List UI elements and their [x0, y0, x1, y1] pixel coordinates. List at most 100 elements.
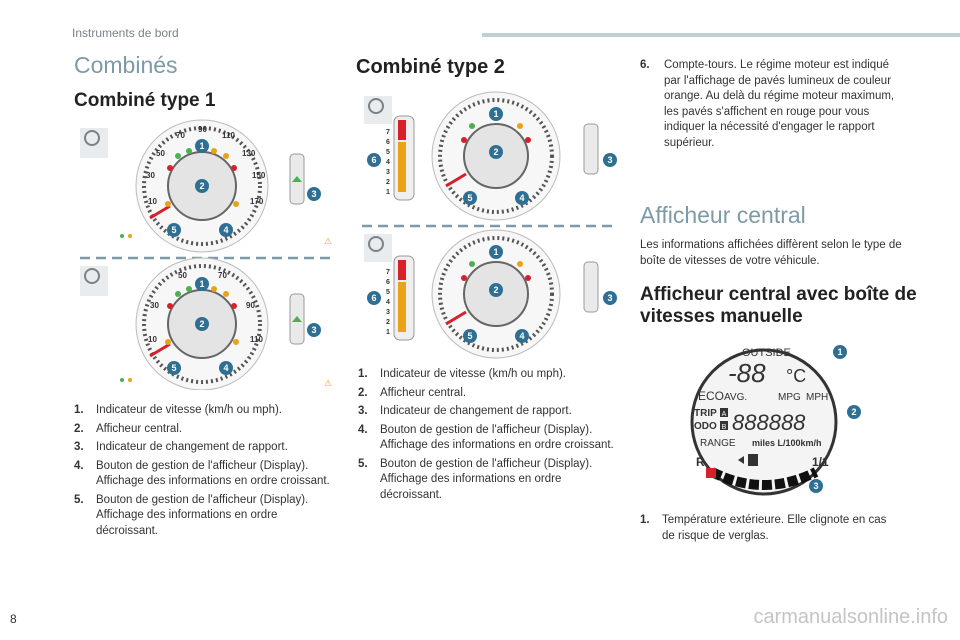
display-badge-3: 3: [813, 481, 818, 491]
badge-1: 1: [199, 141, 204, 151]
gauge1-tick-90: 90: [198, 125, 207, 134]
fuel-pump-icon: [748, 454, 758, 466]
sub-title-combine-type-2: Combiné type 2: [356, 56, 505, 78]
gauge2-tick-90: 90: [246, 301, 255, 310]
gauge2-tick-10: 10: [148, 335, 157, 344]
svg-text:2: 2: [386, 319, 390, 326]
badge-5b: 5: [171, 363, 176, 373]
svg-text:1: 1: [493, 247, 498, 257]
svg-text:⚠: ⚠: [324, 378, 332, 388]
list-item: 3.Indicateur de changement de rapport.: [74, 441, 288, 453]
svg-text:6: 6: [386, 139, 390, 146]
list-item: 1.Indicateur de vitesse (km/h ou mph).: [358, 368, 566, 380]
arrow-left-icon: [738, 456, 744, 464]
badge-4: 4: [223, 225, 228, 235]
gauge2-tick-30: 30: [150, 301, 159, 310]
svg-text:6: 6: [371, 155, 376, 165]
sub-title-afficheur-central: Afficheur central avec boîte de vitesses…: [640, 284, 917, 327]
gauge1-tick-30: 30: [146, 171, 155, 180]
page-number: 8: [10, 612, 17, 626]
warning-lamps-2: [165, 286, 239, 345]
display-odo: ODO: [694, 421, 717, 432]
list-item: 4.Bouton de gestion de l'afficheur (Disp…: [74, 459, 330, 488]
svg-text:2: 2: [386, 179, 390, 186]
gauge1-tick-50: 50: [156, 149, 165, 158]
display-digits: 888888: [732, 410, 806, 435]
callout-badges-type-1: 1 2 3 4 5 1 2 3 4 5: [167, 139, 321, 375]
section-title-afficheur-central: Afficheur central: [640, 202, 806, 228]
list-item: 2.Afficheur central.: [74, 422, 183, 435]
display-odo-b: B: [722, 424, 727, 431]
gauge2-tick-110: 110: [250, 335, 263, 344]
svg-text:4: 4: [386, 299, 390, 306]
display-trip-a: A: [722, 411, 727, 418]
badge-1b: 1: [199, 279, 204, 289]
svg-text:3: 3: [386, 309, 390, 316]
display-mpg: MPG: [778, 392, 801, 403]
svg-text:1: 1: [386, 189, 390, 196]
list-item: 5.Bouton de gestion de l'afficheur (Disp…: [358, 457, 593, 501]
combine-type-1-figure: 10 30 50 70 90 110 130 150 170 ⚠: [74, 118, 336, 391]
display-outside: OUTSIDE: [742, 347, 791, 359]
svg-text:6: 6: [386, 279, 390, 286]
gauge1-tick-150: 150: [252, 171, 266, 180]
display-gear-r: R: [696, 455, 705, 469]
type-2-item-list: 1.Indicateur de vitesse (km/h ou mph). 2…: [358, 367, 620, 506]
tachometer-cluster-2: 7 6 5 4 3 2 1: [364, 229, 599, 359]
steering-wheel-icon-2: [80, 266, 108, 296]
svg-text:5: 5: [467, 193, 472, 203]
warning-lamps-1: [165, 148, 239, 207]
svg-text:7: 7: [386, 129, 390, 136]
gauge1-tick-110: 110: [222, 131, 235, 140]
central-display-illustration: OUTSIDE -88 °C ECO AVG. MPG MPH TRIP A O…: [690, 345, 861, 496]
header-title: Instruments de bord: [72, 26, 179, 40]
display-avg: AVG.: [724, 392, 747, 403]
list-item: 1.Température extérieure. Elle clignote …: [640, 514, 887, 542]
type-1-item-list: 1.Indicateur de vitesse (km/h ou mph). 2…: [74, 403, 336, 542]
badge-4b: 4: [223, 363, 228, 373]
header-bar: [482, 33, 960, 37]
gauge2-tick-70: 70: [218, 271, 227, 280]
gauge1-tick-10: 10: [148, 197, 157, 206]
combine-type-2-figure: 7 6 5 4 3 2 1 7 6 5 4 3 2: [358, 90, 620, 362]
badge-3: 3: [311, 189, 316, 199]
display-item-list: 1.Température extérieure. Elle clignote …: [640, 513, 902, 547]
svg-text:5: 5: [467, 331, 472, 341]
display-badge-1: 1: [837, 347, 842, 357]
list-item: 2.Afficheur central.: [358, 386, 467, 399]
combine-type-2-illustration: 7 6 5 4 3 2 1 7 6 5 4 3 2: [362, 91, 617, 359]
display-fraction: 1/1: [812, 455, 829, 469]
list-item: 1.Indicateur de vitesse (km/h ou mph).: [74, 404, 282, 416]
svg-text:4: 4: [519, 331, 524, 341]
svg-text:⚠: ⚠: [324, 236, 332, 246]
fuel-gauge-bar: [709, 467, 819, 490]
display-eco: ECO: [698, 389, 724, 403]
svg-text:1: 1: [493, 109, 498, 119]
svg-text:2: 2: [493, 285, 498, 295]
display-badge-2: 2: [851, 407, 856, 417]
svg-text:1: 1: [386, 329, 390, 336]
list-item: 5.Bouton de gestion de l'afficheur (Disp…: [74, 493, 309, 537]
steering-wheel-icon: [80, 128, 108, 158]
svg-text:3: 3: [607, 293, 612, 303]
svg-text:3: 3: [607, 155, 612, 165]
svg-text:6: 6: [371, 293, 376, 303]
display-unit-c: °C: [786, 366, 806, 386]
gauge1-tick-70: 70: [176, 131, 185, 140]
display-temp: -88: [728, 358, 766, 388]
list-item: 4.Bouton de gestion de l'afficheur (Disp…: [358, 423, 614, 452]
tachometer-cluster-1: 7 6 5 4 3 2 1: [364, 91, 599, 221]
list-item: 3.Indicateur de changement de rapport.: [358, 405, 572, 417]
combine-type-1-illustration: 10 30 50 70 90 110 130 150 170 ⚠: [80, 119, 332, 391]
gauge2-tick-50: 50: [178, 271, 187, 280]
sub-title-combine-type-1: Combiné type 1: [74, 90, 216, 111]
intro-paragraph: Les informations affichées diffèrent sel…: [640, 239, 902, 267]
badge-2b: 2: [199, 319, 204, 329]
display-units: miles L/100km/h: [752, 438, 822, 448]
gauge1-tick-130: 130: [242, 149, 256, 158]
display-range: RANGE: [700, 438, 736, 449]
badge-2: 2: [199, 181, 204, 191]
display-mph: MPH: [806, 392, 828, 403]
badge-3b: 3: [311, 325, 316, 335]
list-item: 6.Compte-tours. Le régime moteur est ind…: [640, 59, 895, 149]
